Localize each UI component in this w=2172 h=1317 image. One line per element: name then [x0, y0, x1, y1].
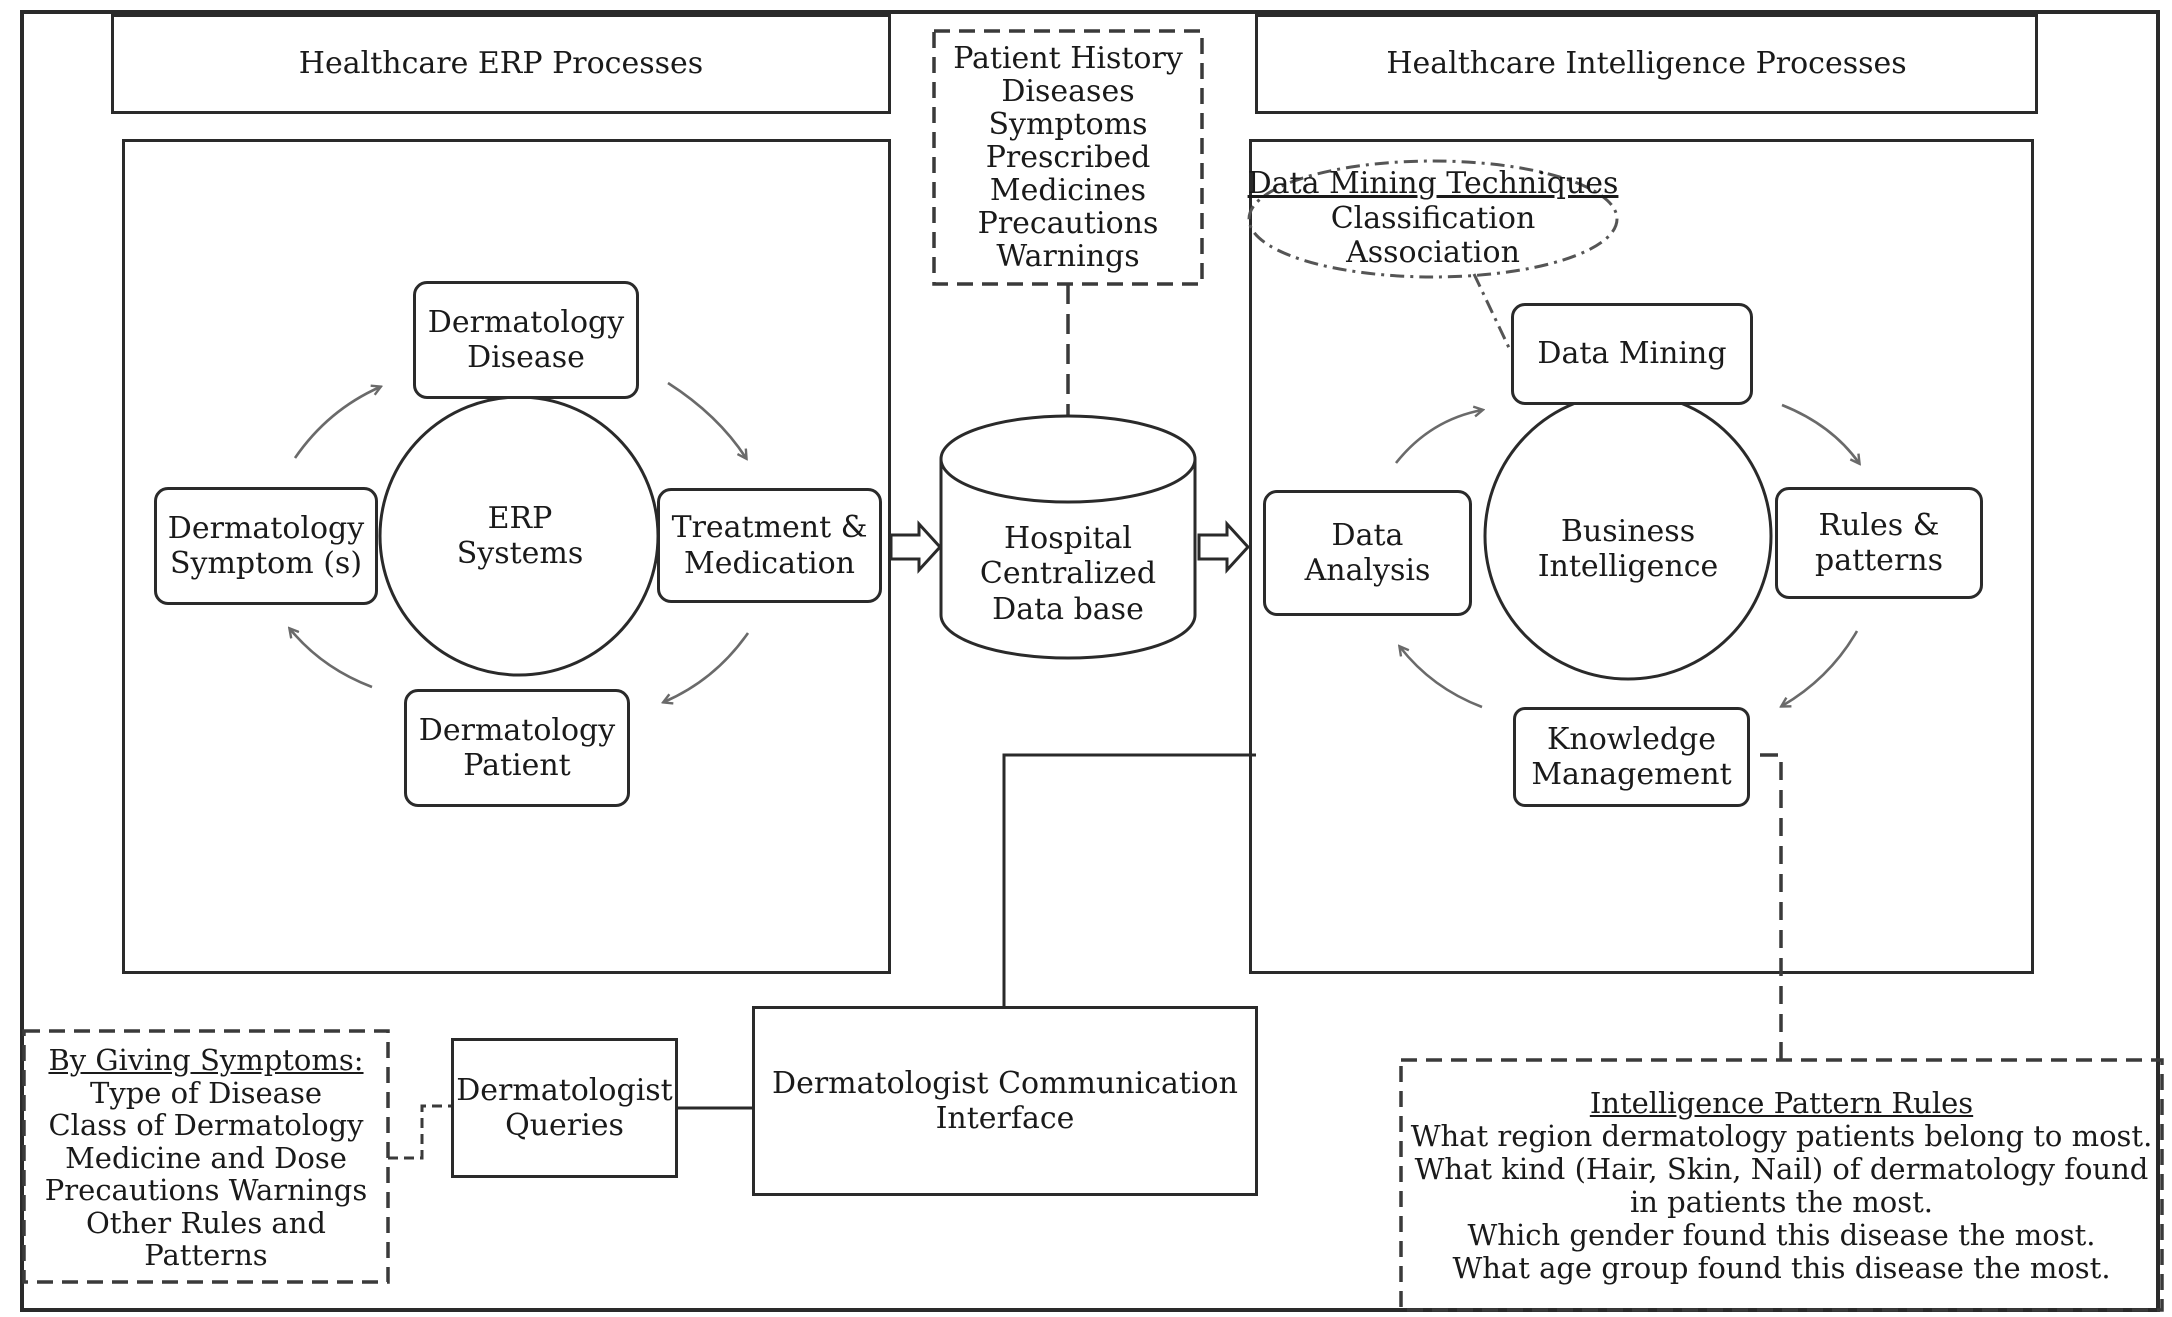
rules-patterns-node: Rules & patterns: [1775, 487, 1983, 599]
database-line: Hospital: [1004, 520, 1132, 556]
node-line: Dermatology: [418, 712, 616, 748]
node-line: Data Mining: [1537, 336, 1727, 372]
node-line: Treatment &: [671, 510, 868, 546]
outer-frame: [20, 10, 2160, 1312]
dermatology-patient-node: Dermatology Patient: [404, 689, 630, 807]
pattern-rules-list: Intelligence Pattern Rules What region d…: [1401, 1064, 2162, 1308]
bi-cycle-arrow: [1781, 403, 1859, 463]
erp-cycle-arrow: [667, 381, 746, 458]
data-mining-techniques-ellipse: [1247, 159, 1619, 279]
node-line: Dermatology: [167, 510, 365, 546]
technique-item: Classification: [1330, 200, 1536, 236]
symptoms-line: Patterns: [144, 1238, 268, 1273]
symptoms-line: Medicine and Dose: [65, 1140, 347, 1175]
interface-to-bi-connector: [1002, 753, 1256, 1006]
data-mining-node: Data Mining: [1511, 303, 1753, 405]
node-line: Medication: [684, 545, 855, 581]
node-line: Rules &: [1818, 507, 1940, 543]
bi-line: Business: [1560, 513, 1696, 549]
pattern-rules-title: Intelligence Pattern Rules: [1589, 1085, 1974, 1120]
erp-systems-line: ERP: [487, 500, 553, 536]
node-line: Knowledge: [1547, 721, 1716, 757]
bi-cycle-arrow: [1394, 410, 1482, 464]
history-line: Symptoms: [988, 107, 1148, 142]
pattern-rules-box: [1399, 1058, 2164, 1312]
symptoms-line: Precautions Warnings: [44, 1173, 368, 1208]
history-line: Diseases: [1001, 74, 1135, 109]
patient-history-list: Patient History Diseases Symptoms Prescr…: [934, 31, 1202, 284]
pattern-rule-line: What kind (Hair, Skin, Nail) of dermatol…: [1414, 1151, 2149, 1186]
node-line: patterns: [1814, 543, 1943, 578]
interface-line: Dermatologist Communication: [772, 1065, 1238, 1101]
intelligence-processes-title: Healthcare Intelligence Processes: [1386, 46, 1907, 82]
erp-processes-header: Healthcare ERP Processes: [111, 14, 891, 114]
node-line: Patient: [463, 748, 571, 783]
node-line: Symptom (s): [169, 546, 363, 581]
node-line: Dermatology: [427, 304, 625, 340]
pattern-rule-line: Which gender found this disease the most…: [1467, 1218, 2096, 1253]
pattern-rule-line: What age group found this disease the mo…: [1452, 1251, 2111, 1286]
node-line: Management: [1531, 757, 1732, 792]
node-line: Data: [1331, 517, 1404, 553]
database-cylinder: [939, 414, 1197, 660]
symptoms-to-queries-connector: [388, 1104, 451, 1160]
intelligence-processes-header: Healthcare Intelligence Processes: [1255, 14, 2038, 114]
data-analysis-node: Data Analysis: [1263, 490, 1472, 616]
data-mining-techniques-text: Data Mining Techniques Classification As…: [1248, 164, 1619, 274]
business-intelligence-label: Business Intelligence: [1520, 503, 1736, 595]
history-line: Medicines: [989, 173, 1147, 208]
symptoms-line: Type of Disease: [90, 1075, 322, 1110]
technique-item: Association: [1346, 235, 1520, 271]
queries-line: Dermatologist: [456, 1072, 673, 1108]
history-line: Patient History: [953, 41, 1183, 76]
queries-line: Queries: [505, 1108, 624, 1143]
treatment-medication-node: Treatment & Medication: [657, 488, 882, 603]
bi-cycle-arrow: [1400, 647, 1483, 709]
database-label: Hospital Centralized Data base: [941, 513, 1195, 635]
dermatology-disease-node: Dermatology Disease: [413, 281, 639, 399]
history-line: Precautions: [977, 206, 1159, 241]
symptoms-line: Other Rules and: [86, 1205, 326, 1240]
erp-cycle-arrow: [664, 632, 750, 702]
history-line: Warnings: [996, 239, 1140, 274]
history-line: Prescribed: [985, 140, 1151, 175]
pattern-rule-line: in patients the most.: [1630, 1185, 1933, 1219]
erp-to-db-arrow: [889, 520, 943, 574]
erp-processes-title: Healthcare ERP Processes: [298, 46, 704, 82]
interface-line: Interface: [935, 1101, 1075, 1136]
communication-interface-box: Dermatologist Communication Interface: [752, 1006, 1258, 1196]
erp-cycle-arrow: [293, 387, 380, 459]
techniques-connector: [1472, 273, 1513, 353]
bi-cycle-arrow: [1782, 630, 1859, 706]
symptoms-line: Class of Dermatology: [48, 1108, 364, 1143]
symptoms-list: By Giving Symptoms: Type of Disease Clas…: [24, 1034, 388, 1282]
techniques-title: Data Mining Techniques: [1247, 166, 1619, 202]
dermatology-symptom-node: Dermatology Symptom (s): [154, 487, 378, 605]
node-line: Disease: [467, 340, 585, 375]
bi-line: Intelligence: [1537, 549, 1719, 584]
pattern-rule-line: What region dermatology patients belong …: [1410, 1118, 2153, 1153]
db-to-bi-arrow: [1197, 520, 1251, 574]
knowledge-to-rules-connector: [1760, 753, 1783, 1060]
node-line: Analysis: [1304, 553, 1431, 588]
database-line: Data base: [992, 591, 1144, 627]
erp-cycle-arrow: [290, 629, 373, 689]
erp-systems-label: ERP Systems: [420, 490, 620, 582]
symptoms-title: By Giving Symptoms:: [48, 1043, 364, 1078]
erp-systems-line: Systems: [456, 536, 584, 571]
dermatologist-queries-box: Dermatologist Queries: [451, 1038, 678, 1178]
knowledge-management-node: Knowledge Management: [1513, 707, 1750, 807]
database-line: Centralized: [979, 556, 1157, 592]
